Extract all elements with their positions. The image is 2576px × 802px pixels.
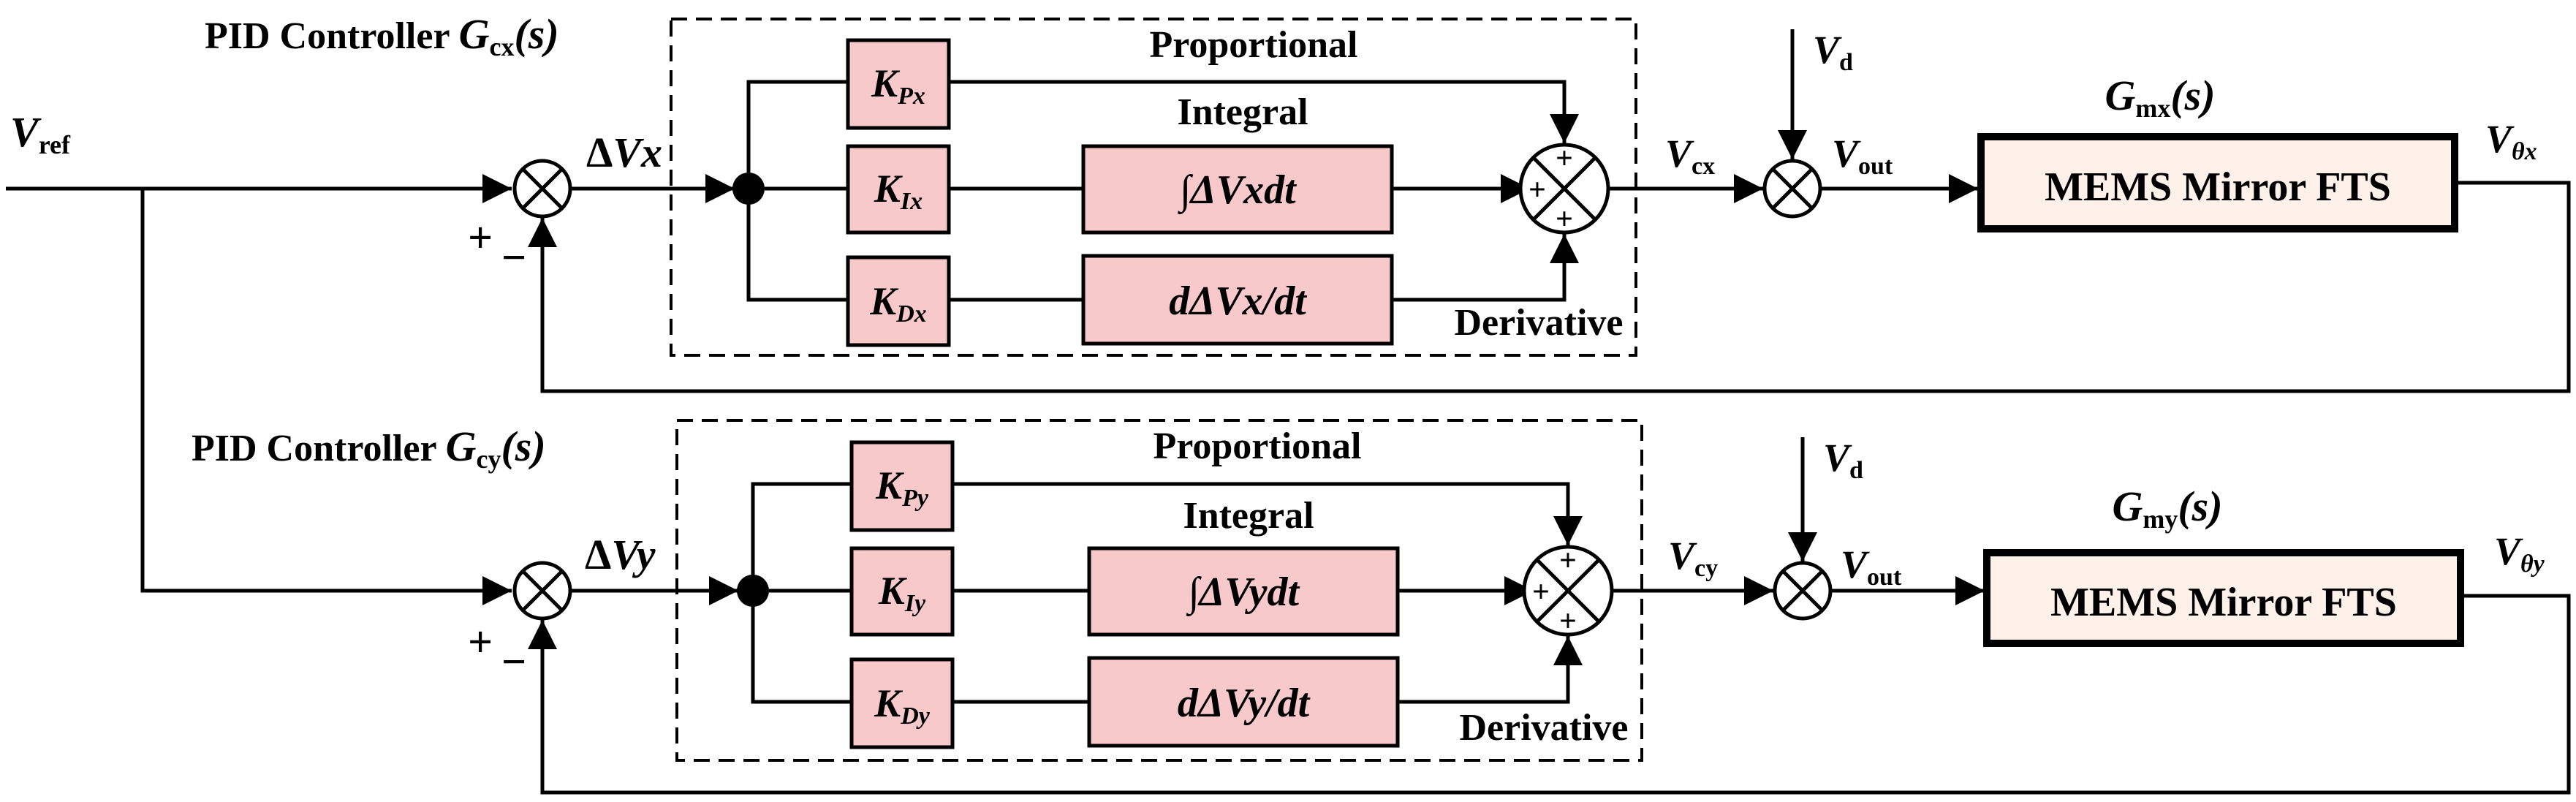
y-disturbance-junction bbox=[1773, 561, 1833, 621]
x-output-label: Vθx bbox=[2485, 117, 2537, 165]
x-kd-label: KDx bbox=[869, 279, 927, 328]
svg-text:+: + bbox=[1528, 173, 1546, 207]
y-feedback-wire bbox=[528, 594, 2571, 795]
y-integral-label: Integral bbox=[1183, 495, 1314, 537]
x-plus-sign: + bbox=[468, 213, 493, 262]
x-derivative-wire bbox=[1392, 234, 1579, 302]
y-kd-label: KDy bbox=[874, 681, 931, 730]
x-ki-block bbox=[846, 144, 951, 235]
x-controller-title: PID Controller Gcx(s) bbox=[205, 10, 559, 61]
svg-text:+: + bbox=[1556, 142, 1573, 175]
svg-text:+: + bbox=[1532, 575, 1550, 609]
y-derivative-label: Derivative bbox=[1459, 707, 1628, 749]
y-vout-label: Vout bbox=[1841, 542, 1902, 591]
x-plant-title: Gmx(s) bbox=[2105, 72, 2215, 123]
x-vd-label: Vd bbox=[1813, 28, 1853, 76]
x-derivative-block bbox=[1081, 254, 1394, 346]
y-controller-title: PID Controller Gcy(s) bbox=[192, 423, 546, 474]
x-vout-label: Vout bbox=[1832, 132, 1893, 180]
x-proportional-wire bbox=[949, 80, 1579, 143]
y-proportional-label: Proportional bbox=[1153, 425, 1361, 467]
svg-text:+: + bbox=[1559, 544, 1577, 578]
y-pid-sum-junction: + + + bbox=[1522, 544, 1614, 638]
y-integral-text: ∫ΔVydt bbox=[1186, 570, 1300, 617]
y-derivative-wire bbox=[1398, 636, 1583, 704]
x-disturbance-junction bbox=[1762, 159, 1822, 219]
y-branch-p-wire bbox=[751, 482, 852, 591]
y-kp-block bbox=[849, 440, 955, 532]
y-kd-block bbox=[849, 657, 955, 749]
x-integral-text: ∫ΔVxdt bbox=[1177, 167, 1297, 215]
y-kp-label: KPy bbox=[875, 464, 929, 512]
x-kp-label: KPx bbox=[871, 61, 925, 110]
y-plant-text: MEMS Mirror FTS bbox=[2050, 580, 2397, 625]
y-error-label: ΔVy bbox=[585, 531, 656, 578]
y-vd-label: Vd bbox=[1823, 436, 1863, 484]
y-plus-sign: + bbox=[468, 618, 493, 666]
x-integral-label: Integral bbox=[1177, 91, 1308, 133]
x-pid-sum-junction: + + + bbox=[1518, 142, 1610, 236]
y-derivative-text: dΔVy/dt bbox=[1178, 681, 1311, 726]
y-plant-block bbox=[1983, 549, 2464, 647]
svg-text:+: + bbox=[1556, 203, 1573, 236]
y-proportional-wire bbox=[952, 482, 1583, 545]
x-minus-sign: − bbox=[501, 233, 526, 281]
y-vc-label: Vcy bbox=[1668, 534, 1718, 582]
x-plant-text: MEMS Mirror FTS bbox=[2045, 164, 2391, 210]
x-derivative-label: Derivative bbox=[1454, 302, 1623, 344]
x-error-label: ΔVx bbox=[586, 129, 662, 176]
y-output-label: Vθy bbox=[2494, 529, 2545, 578]
x-branch-d-wire bbox=[746, 189, 848, 302]
x-error-sum-junction bbox=[512, 159, 572, 219]
x-proportional-label: Proportional bbox=[1149, 24, 1357, 66]
x-branch-p-wire bbox=[746, 80, 848, 189]
x-ki-label: KIx bbox=[874, 167, 923, 215]
y-minus-sign: − bbox=[501, 638, 526, 686]
y-branch-d-wire bbox=[751, 591, 852, 704]
y-plant-title: Gmy(s) bbox=[2112, 483, 2222, 534]
x-kp-block bbox=[846, 38, 951, 130]
y-error-sum-junction bbox=[512, 561, 572, 621]
y-derivative-block bbox=[1087, 656, 1400, 748]
vref-to-sum-y-wire bbox=[140, 189, 512, 605]
y-integral-block bbox=[1087, 546, 1400, 637]
x-kd-block bbox=[846, 255, 951, 347]
x-loop: PID Controller Gcx(s) + − ΔVx KPx KIx KD… bbox=[205, 10, 2571, 393]
x-derivative-text: dΔVx/dt bbox=[1169, 279, 1307, 324]
svg-text:+: + bbox=[1559, 605, 1577, 638]
y-ki-label: KIy bbox=[878, 569, 926, 617]
x-vc-label: Vcx bbox=[1665, 132, 1715, 180]
x-plant-block bbox=[1977, 133, 2458, 232]
x-feedback-wire bbox=[528, 181, 2571, 393]
y-loop: PID Controller Gcy(s) + − ΔVy KPy KIy KD… bbox=[192, 419, 2571, 795]
vref-label: Vref bbox=[10, 108, 71, 159]
